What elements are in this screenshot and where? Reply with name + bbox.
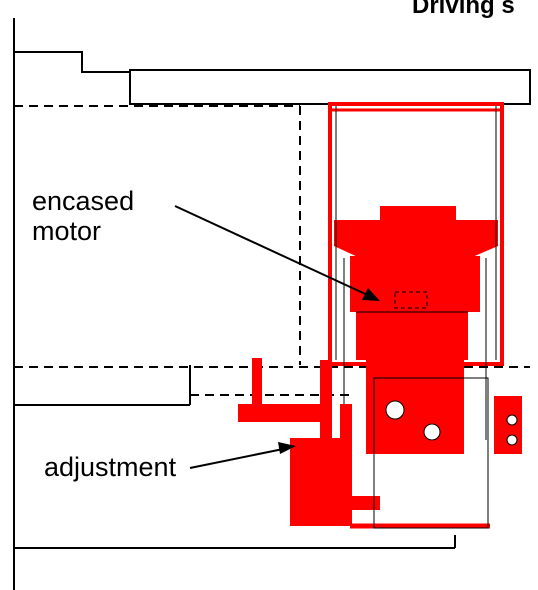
encased-motor-label-line2: motor <box>32 216 102 246</box>
adjustment-mechanism <box>238 358 490 529</box>
encased-motor <box>343 206 487 454</box>
diagram-title: Driving s <box>412 0 515 19</box>
upper-housing <box>328 102 504 366</box>
leader-arrows <box>174 205 380 469</box>
right-bracket <box>494 396 522 454</box>
encased-motor-label-line1: encased <box>32 186 135 216</box>
adjustment-label: adjustment <box>44 452 177 482</box>
encased-motor-label: encased motor <box>32 186 192 246</box>
